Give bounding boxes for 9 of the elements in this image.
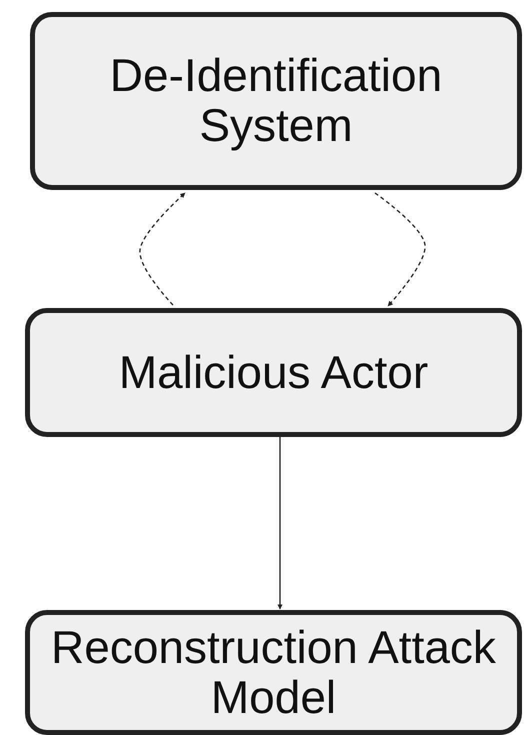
node-label: Malicious Actor xyxy=(118,348,428,398)
process-box xyxy=(25,308,522,437)
node-label: Reconstruction Attack Model xyxy=(50,622,497,722)
node-label: De-Identification System xyxy=(108,51,444,151)
process-box xyxy=(25,610,522,735)
process-box xyxy=(30,12,522,190)
arrow xyxy=(374,192,426,306)
arrow xyxy=(277,437,283,610)
arrow xyxy=(139,192,186,306)
